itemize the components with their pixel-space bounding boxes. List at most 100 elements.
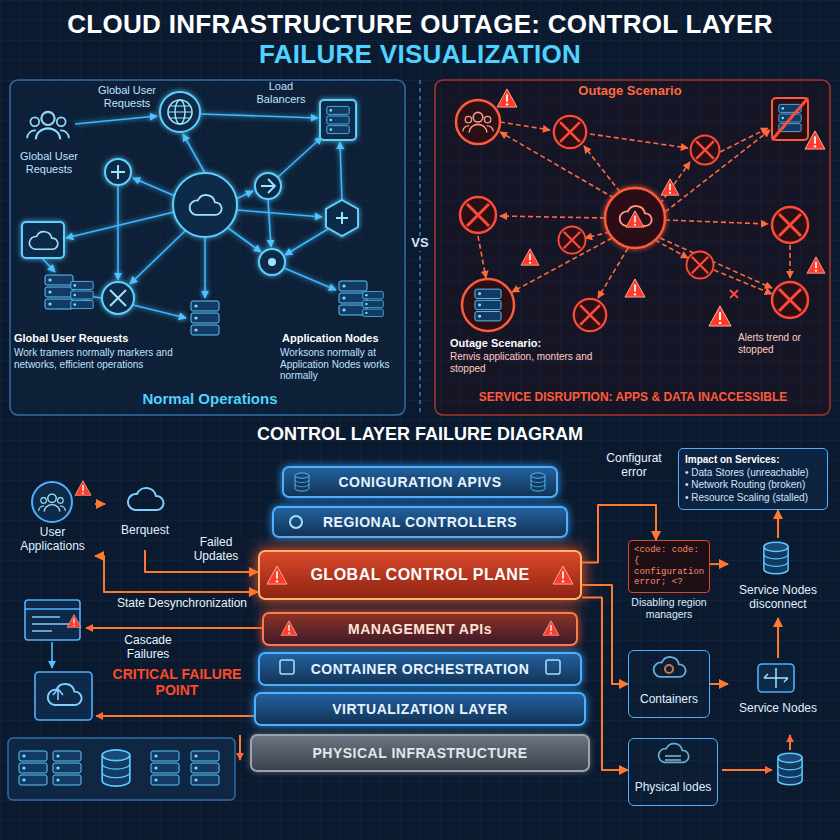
physical-box: Physical lodes xyxy=(628,738,718,806)
text-label: Load Balancers xyxy=(250,80,312,105)
hub-icon xyxy=(268,258,276,266)
line-shape xyxy=(133,178,175,196)
line-shape xyxy=(660,238,772,288)
normal-panel xyxy=(10,80,405,415)
line-shape xyxy=(236,191,253,199)
text-label: CRITICAL FAILURE POINT xyxy=(112,666,242,698)
use-shape xyxy=(764,542,788,574)
cloud-icon xyxy=(190,195,222,215)
text-label: CONTROL LAYER FAILURE DIAGRAM xyxy=(180,424,660,445)
node-text: GLOBAL CONTROL PLANE xyxy=(310,566,529,584)
line-shape xyxy=(285,229,328,255)
line-shape xyxy=(720,128,768,152)
text-label: Outage Scenario: xyxy=(450,337,600,350)
warning-icon xyxy=(543,621,559,636)
node-text: Physical lodes xyxy=(631,781,715,795)
rect-shape xyxy=(758,664,794,692)
server-icon xyxy=(475,289,501,321)
line-shape xyxy=(340,142,342,200)
text-label: Normal Operations xyxy=(120,390,300,407)
users-icon xyxy=(27,112,69,140)
circle-shape xyxy=(102,282,134,314)
failed-node xyxy=(691,136,720,165)
use-shape xyxy=(75,481,91,496)
rect-shape xyxy=(25,600,80,640)
node-text: • Data Stores (unreachable) xyxy=(685,467,821,480)
use-shape xyxy=(67,615,81,628)
outage-panel xyxy=(435,80,830,415)
path-shape xyxy=(764,668,788,688)
left-figures xyxy=(8,481,262,800)
switch-icon xyxy=(111,165,125,179)
warning-icon xyxy=(626,211,644,227)
line-shape xyxy=(96,715,254,717)
rect-shape xyxy=(35,672,92,720)
failing-layer-band: GLOBAL CONTROL PLANE xyxy=(258,550,582,600)
line-shape xyxy=(237,210,322,217)
text-label: Global User Requests xyxy=(12,150,86,175)
server-box xyxy=(772,98,808,140)
line-shape xyxy=(584,146,620,192)
server-icon xyxy=(71,281,93,308)
connector xyxy=(777,510,779,538)
line-shape xyxy=(500,122,550,130)
warning-icon xyxy=(281,621,297,636)
node-text: Disabling region managers xyxy=(628,596,710,620)
database-icon xyxy=(295,473,309,491)
line-shape xyxy=(51,642,53,668)
layer-band: CONTAINER ORCHESTRATION xyxy=(258,652,582,686)
text-label: Global User Requests xyxy=(88,84,166,109)
failed-node xyxy=(772,282,808,318)
use-shape xyxy=(778,753,802,785)
circle-shape xyxy=(160,92,200,132)
line-shape xyxy=(590,134,688,148)
database-node: Service Nodes disconnect xyxy=(728,538,828,618)
failed-node xyxy=(460,197,496,233)
circle-shape xyxy=(32,482,72,522)
warning-icon xyxy=(497,89,517,107)
strike-line xyxy=(772,98,808,140)
user-circle xyxy=(456,100,500,144)
node-text: • Resource Scaling (stalled) xyxy=(685,492,821,505)
rect-shape xyxy=(320,100,356,140)
normal-links xyxy=(42,114,342,318)
line-shape xyxy=(86,627,262,629)
server-icon xyxy=(191,301,219,335)
text-label: SERVICE DISRUPTION: APPS & DATA INACCESS… xyxy=(438,391,828,405)
circle-shape xyxy=(105,159,131,185)
text-label: Outage Scenario xyxy=(560,84,700,99)
warning-icon xyxy=(553,566,573,584)
failed-node xyxy=(687,252,714,279)
line-shape xyxy=(585,232,610,238)
database-icon xyxy=(531,473,545,491)
code-node: <code: code: { configuration error; <?Di… xyxy=(628,540,710,620)
failed-node xyxy=(772,207,808,243)
connector xyxy=(582,585,628,684)
line-shape xyxy=(183,134,205,173)
line-shape xyxy=(130,230,186,284)
use-shape xyxy=(19,751,47,785)
warning-icon xyxy=(625,279,645,297)
container-box: Containers xyxy=(628,650,710,718)
line-shape xyxy=(66,212,174,238)
edge-label: Failed Updates xyxy=(185,536,247,564)
line-shape xyxy=(117,186,119,280)
failed-node xyxy=(574,299,606,331)
warning-icon xyxy=(709,306,731,326)
use-shape xyxy=(102,750,130,786)
node-text: Berquest xyxy=(107,524,183,538)
text-label: Application Nodes xyxy=(282,332,402,345)
text-label: Work tramers normally markers and networ… xyxy=(14,347,174,370)
switch-icon xyxy=(261,179,275,193)
line-shape xyxy=(789,245,791,278)
layer-band: PHYSICAL INFRASTRUCTURE xyxy=(250,734,590,772)
cut-mark xyxy=(730,290,738,298)
line-shape xyxy=(228,228,261,252)
server-icon xyxy=(327,106,349,133)
node-text: Containers xyxy=(631,693,707,707)
rect-shape xyxy=(8,738,235,800)
path-shape xyxy=(53,689,63,700)
line-shape xyxy=(25,608,80,609)
globe-icon xyxy=(168,100,192,124)
node-text: Impact on Services: xyxy=(685,454,821,467)
